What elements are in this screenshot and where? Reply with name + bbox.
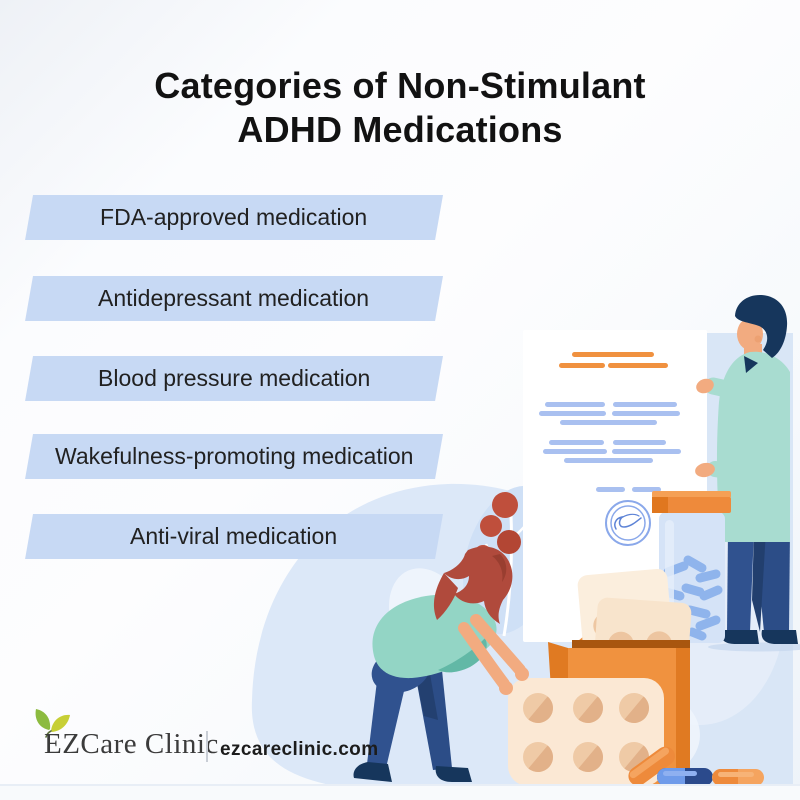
floor-strip: [0, 784, 800, 800]
capsule-pills: [628, 746, 764, 786]
category-label: FDA-approved medication: [100, 204, 368, 230]
blister-pills: [523, 693, 649, 772]
category-label: Antidepressant medication: [98, 285, 370, 311]
page-title-line2: ADHD Medications: [237, 109, 563, 150]
page-title: Categories of Non-Stimulant ADHD Medicat…: [0, 64, 800, 152]
pharmacist-figure: [353, 546, 529, 782]
category-banner-wakefulness: Wakefulness-promoting medication: [25, 434, 444, 479]
category-banner-fda: FDA-approved medication: [25, 195, 444, 240]
category-banner-blood-pressure: Blood pressure medication: [25, 356, 444, 401]
doctor-arms: [695, 377, 757, 482]
category-label: Anti-viral medication: [130, 523, 338, 549]
document-title-lines: [559, 352, 668, 368]
category-banner-antidepressant: Antidepressant medication: [25, 276, 444, 321]
footer-divider: [206, 731, 208, 762]
category-label: Wakefulness-promoting medication: [54, 443, 414, 469]
document-stamp: [605, 500, 651, 546]
brand-leaf-icon: [35, 709, 70, 738]
category-label: Blood pressure medication: [97, 365, 371, 391]
blister-packs-in-box: [577, 568, 692, 665]
page-title-line1: Categories of Non-Stimulant: [154, 65, 646, 106]
blister-pack-large: [508, 678, 664, 786]
brand-name: EZCare Clinic: [44, 728, 219, 760]
document-text-lines: [539, 402, 681, 492]
website-url: ezcareclinic.com: [220, 739, 379, 760]
category-banner-antiviral: Anti-viral medication: [25, 514, 444, 559]
